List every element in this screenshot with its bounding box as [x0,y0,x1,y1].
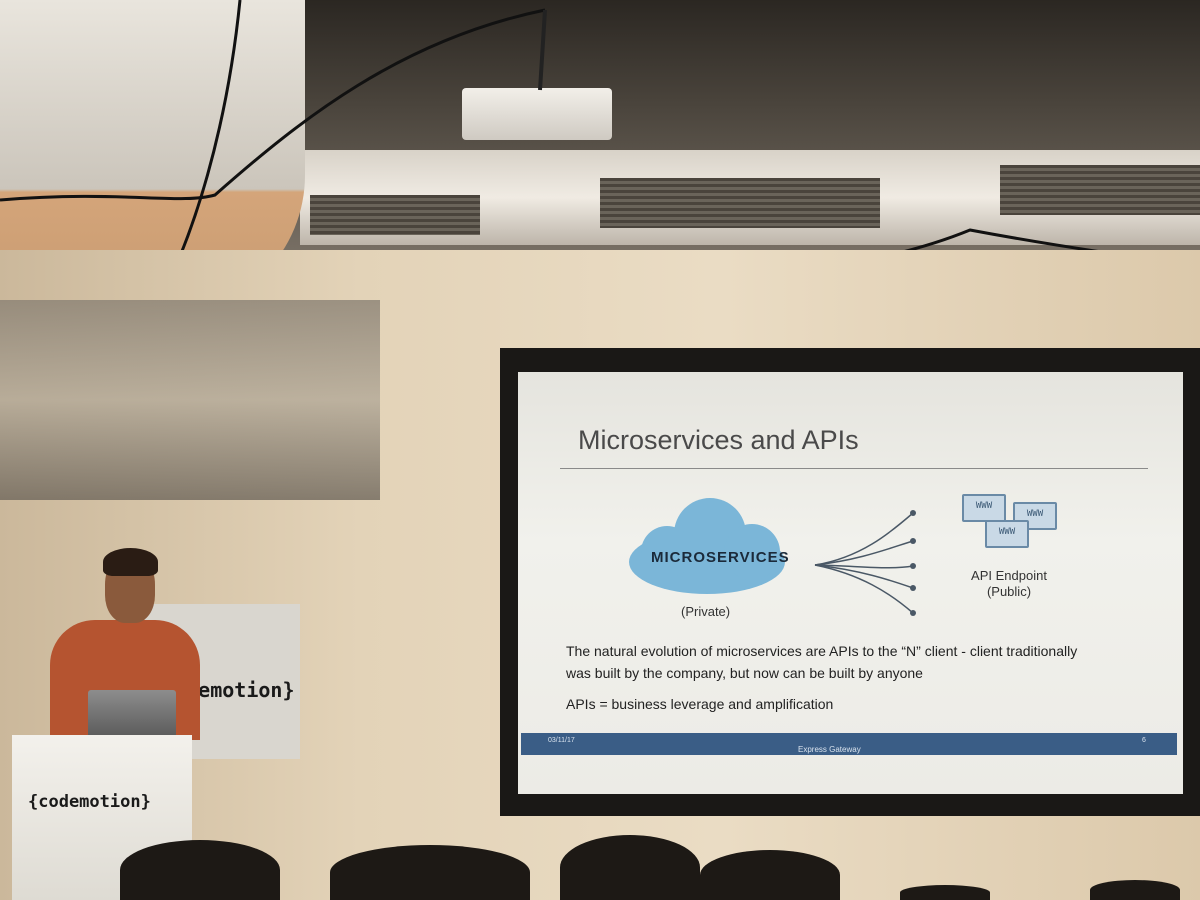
audience-head [330,845,530,900]
fan-out-lines-icon [814,510,916,616]
slide-footer-bar [521,733,1177,755]
projection-screen [518,372,1183,794]
duct-vent [1000,165,1200,215]
slide-footer-date: 03/11/17 [548,737,575,744]
cloud-icon [629,498,785,594]
endpoint-label: API Endpoint (Public) [971,568,1047,599]
ceiling-projector [462,88,612,140]
audience-head [700,850,840,900]
audience-head [900,885,990,900]
private-label: (Private) [681,604,731,619]
slide-title: Microservices and APIs [578,425,859,455]
www-window-icon: WWW [985,520,1029,548]
podium-logo-text: {codemotion} [28,792,151,812]
duct-vent [310,195,480,235]
audience-head [120,840,280,900]
audience-heads [0,830,1200,900]
www-window-icon: WWW [1013,502,1057,530]
slide-footer-page: 6 [1142,737,1146,744]
slide-footer-title: Express Gateway [798,745,861,754]
cloud-label: MICROSERVICES [651,549,790,566]
laptop [88,690,176,738]
slide-body-text-2: APIs = business leverage and amplificati… [566,696,834,712]
exposed-pipes [0,300,380,500]
audience-head [1090,880,1180,900]
slide-body-text: The natural evolution of microservices a… [566,643,1078,681]
slide-divider [560,468,1148,469]
duct-vent [600,178,880,228]
www-window-icon: WWW [962,494,1006,522]
presenter-hair [103,548,158,576]
audience-head [560,835,700,900]
